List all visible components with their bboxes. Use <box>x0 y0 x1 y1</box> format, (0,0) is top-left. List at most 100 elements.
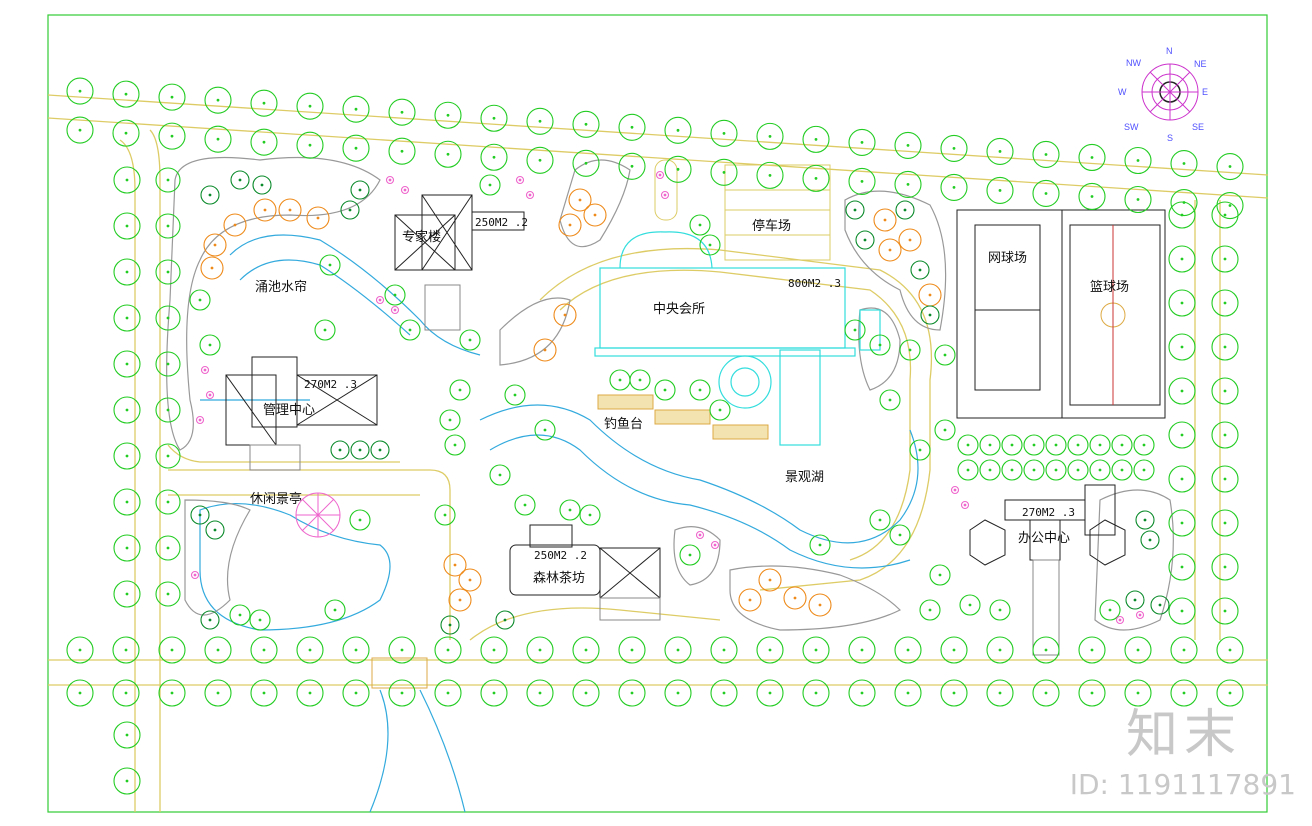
tree-symbol <box>664 155 692 183</box>
tree-center <box>403 188 407 192</box>
tree-center <box>588 513 592 517</box>
tree-symbol <box>894 170 922 198</box>
tree-center <box>1136 648 1140 652</box>
tree-symbol <box>802 125 830 153</box>
tree-symbol <box>200 610 220 630</box>
tree-center <box>166 454 170 458</box>
tree-symbol <box>710 119 738 147</box>
tree-symbol <box>618 679 646 707</box>
label-management: 管理中心 <box>263 403 315 418</box>
tree-symbol <box>252 175 272 195</box>
tree-center <box>260 183 264 187</box>
tree-symbol <box>250 89 278 117</box>
tree-center <box>503 618 507 622</box>
tree-center <box>998 608 1002 612</box>
tree-center <box>1120 443 1124 447</box>
tree-symbol <box>889 524 911 546</box>
tree-center <box>768 134 772 138</box>
tree-symbol <box>756 679 784 707</box>
tree-center <box>814 691 818 695</box>
tree-symbol <box>434 679 462 707</box>
tree-symbol <box>533 338 557 362</box>
tree-symbol <box>155 489 181 515</box>
tree-symbol <box>957 459 979 481</box>
tree-center <box>663 388 667 392</box>
tree-symbol <box>349 509 371 531</box>
tree-center <box>1142 443 1146 447</box>
tree-symbol <box>940 173 968 201</box>
tree-symbol <box>319 254 341 276</box>
tree-symbol <box>920 305 940 325</box>
tree-center <box>630 164 634 168</box>
tree-center <box>1090 648 1094 652</box>
tree-symbol <box>385 175 395 185</box>
tree-symbol <box>480 143 508 171</box>
tree-center <box>768 648 772 652</box>
tree-center <box>888 248 892 252</box>
tree-center <box>863 238 867 242</box>
tree-symbol <box>515 175 525 185</box>
tree-center <box>458 598 462 602</box>
tree-center <box>393 293 397 297</box>
tree-symbol <box>950 485 960 495</box>
tree-center <box>998 150 1002 153</box>
tree-symbol <box>112 119 140 147</box>
tree-symbol <box>898 228 922 252</box>
label-clubhouse: 中央会所 <box>653 302 705 317</box>
tree-center <box>1044 153 1048 156</box>
tree-symbol <box>200 256 224 280</box>
tree-center <box>1054 443 1058 447</box>
tree-center <box>400 691 404 695</box>
tree-center <box>208 343 212 347</box>
tree-center <box>78 128 82 132</box>
tree-symbol <box>848 128 876 156</box>
tree-center <box>966 443 970 447</box>
tree-center <box>698 223 702 227</box>
tree-symbol <box>350 180 370 200</box>
tree-center <box>1044 691 1048 695</box>
tree-center <box>198 418 202 422</box>
tree-center <box>125 408 129 412</box>
tree-symbol <box>155 259 181 285</box>
tree-center <box>166 270 170 274</box>
tree-symbol <box>1135 610 1145 620</box>
tree-center <box>208 618 212 622</box>
tree-symbol <box>342 636 370 664</box>
buildings <box>225 194 1126 599</box>
tree-symbol <box>689 379 711 401</box>
tree-center <box>125 733 129 737</box>
tree-symbol <box>1067 459 1089 481</box>
tree-center <box>400 110 404 114</box>
tree-symbol <box>1124 679 1152 707</box>
tree-symbol <box>190 570 200 580</box>
tree-symbol <box>1067 434 1089 456</box>
tree-symbol <box>1211 289 1239 317</box>
tree-symbol <box>250 679 278 707</box>
tree-symbol <box>66 636 94 664</box>
tree-symbol <box>113 166 141 194</box>
tree-center <box>952 147 956 150</box>
tree-symbol <box>1078 636 1106 664</box>
tree-center <box>125 546 129 550</box>
tree-symbol <box>986 137 1014 166</box>
tree-center <box>883 218 887 222</box>
tree-center <box>676 128 680 132</box>
tree-center <box>563 313 567 317</box>
tree-symbol <box>112 636 140 664</box>
tree-symbol <box>756 161 784 189</box>
tree-center <box>166 546 170 550</box>
tree-symbol <box>1089 459 1111 481</box>
tree-center <box>262 140 266 144</box>
tree-symbol <box>1168 553 1196 581</box>
tree-symbol <box>1032 179 1060 208</box>
tree-center <box>568 223 572 227</box>
tree-symbol <box>1216 679 1244 707</box>
tree-center <box>1118 618 1122 622</box>
tree-symbol <box>558 213 582 237</box>
tree-center <box>618 378 622 382</box>
tree-symbol <box>1211 509 1239 537</box>
tree-symbol <box>249 609 271 631</box>
tree-symbol <box>710 158 738 186</box>
tree-center <box>638 378 642 382</box>
tree-center <box>853 208 857 212</box>
